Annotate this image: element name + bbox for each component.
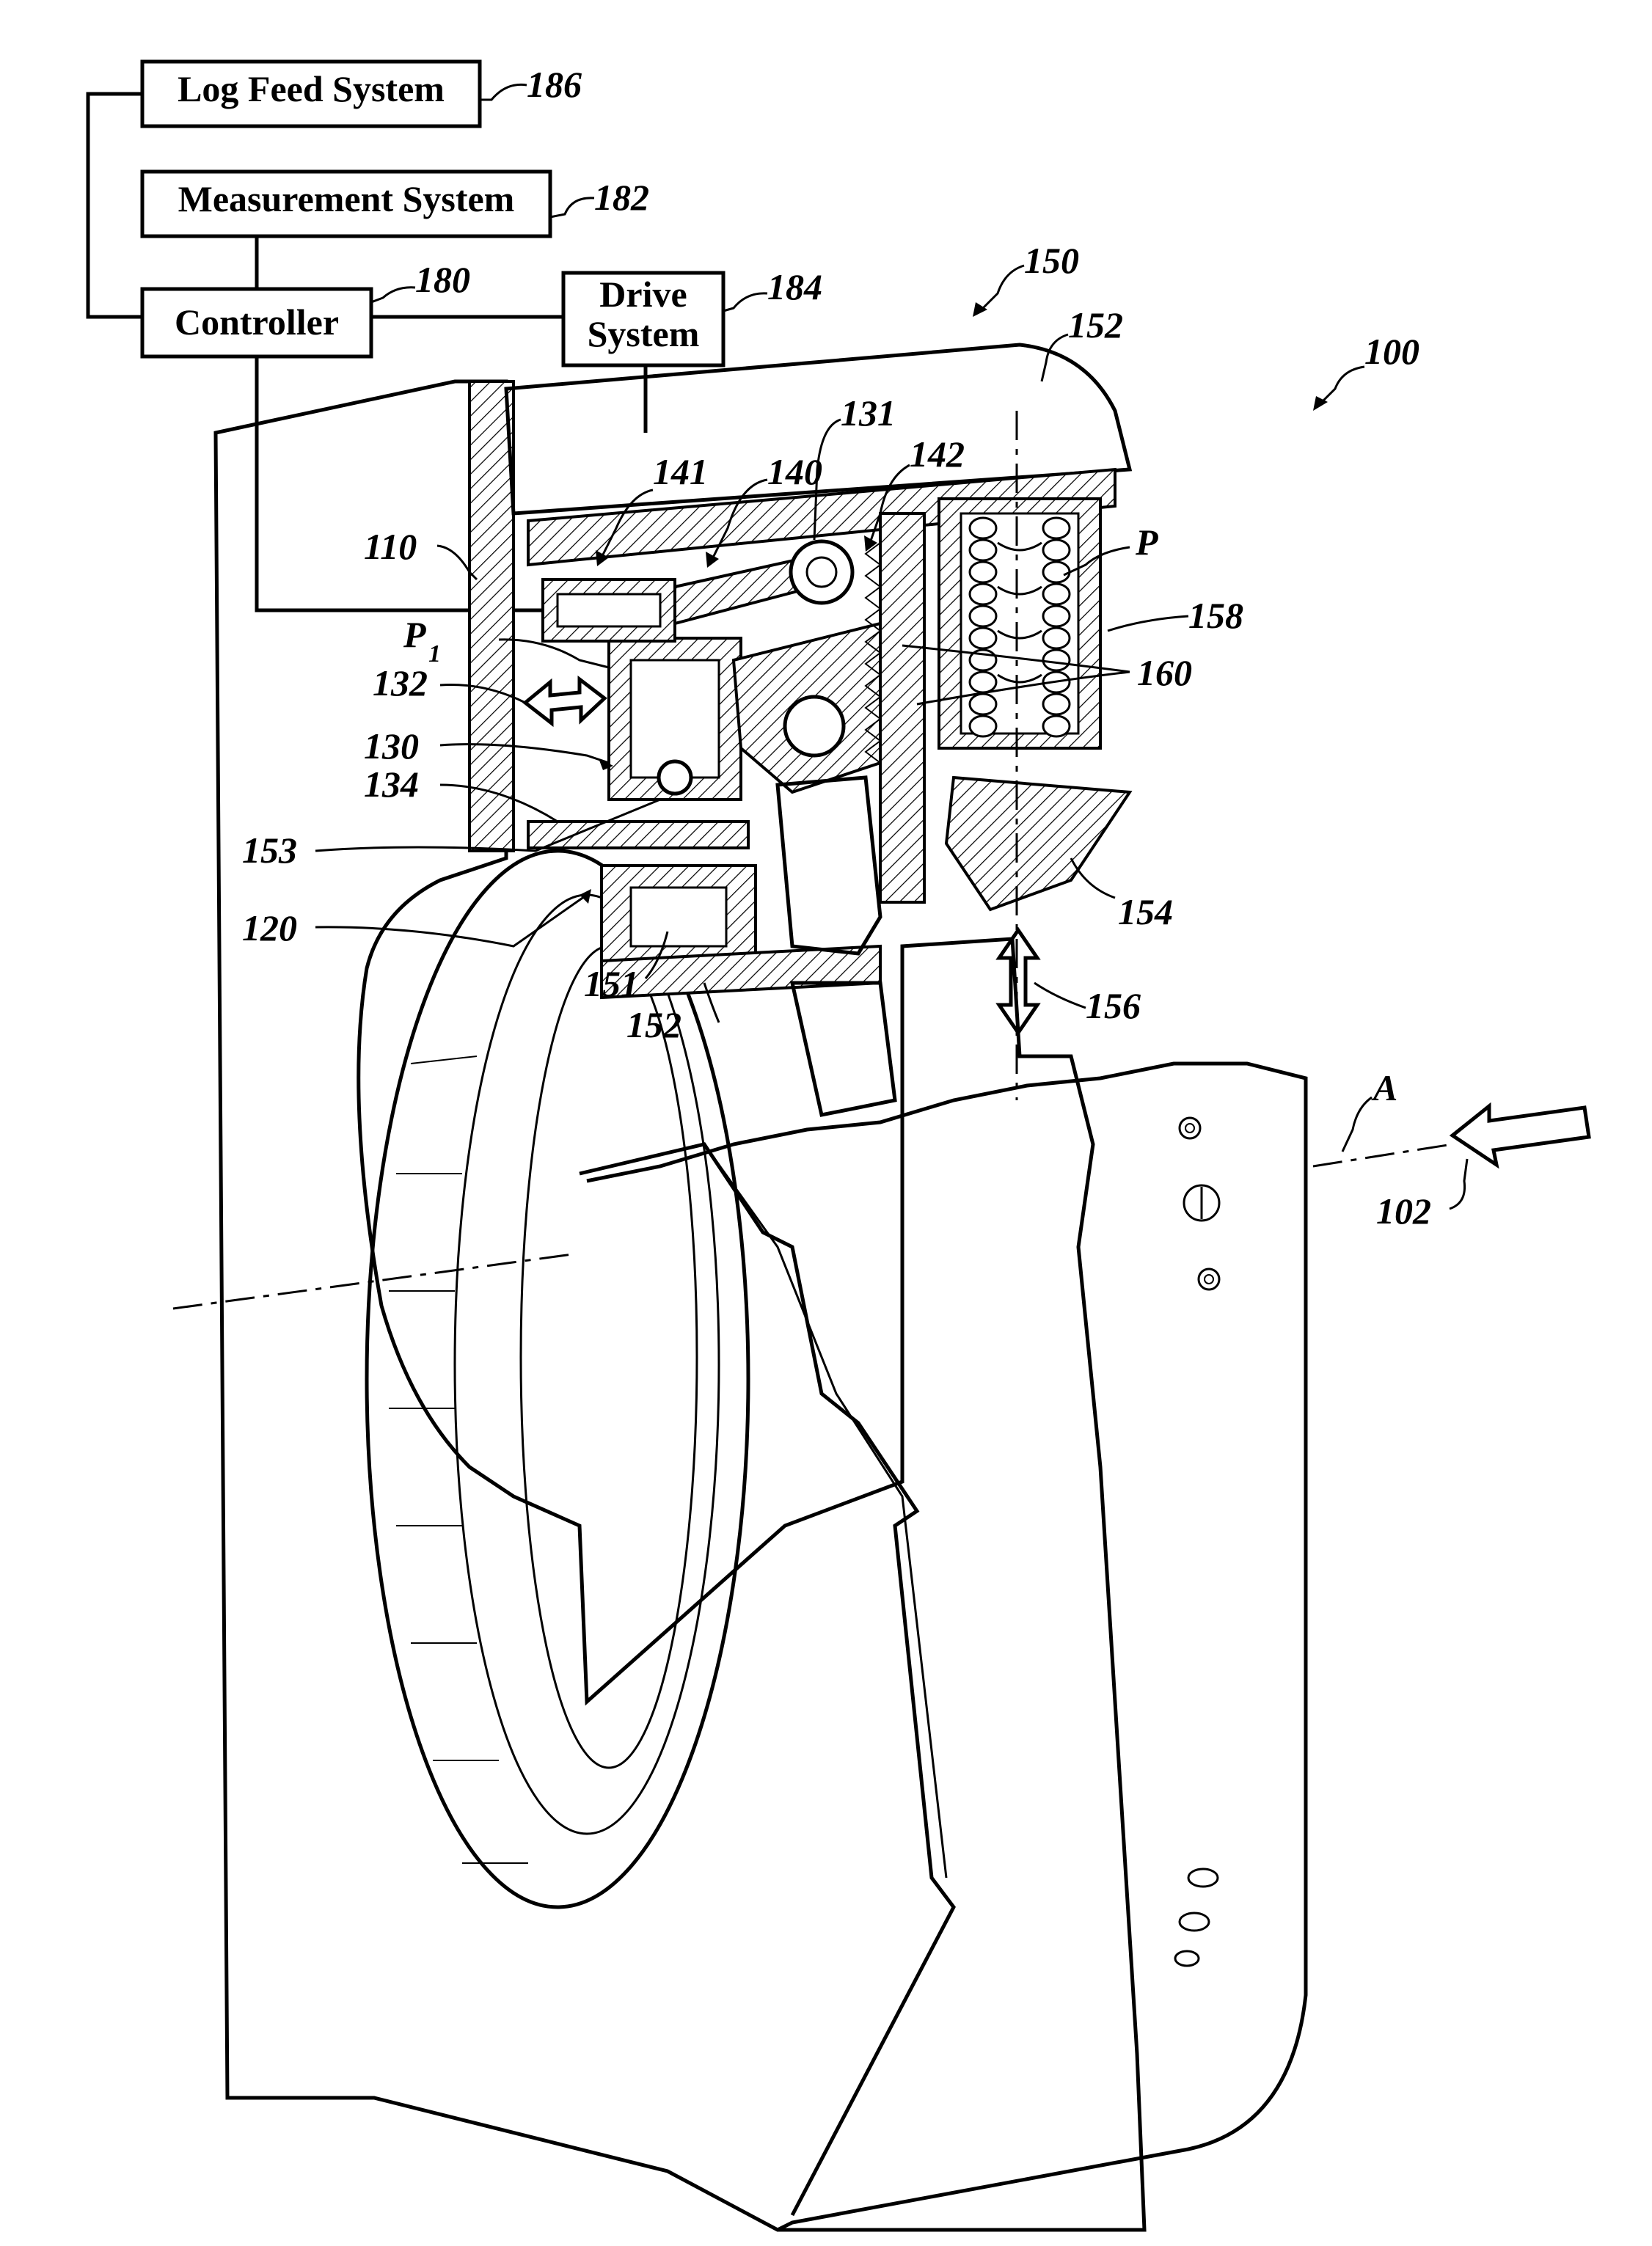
bolt-hole-3-inner	[1205, 1275, 1213, 1284]
log-feed-system-label: Log Feed System	[178, 68, 445, 109]
bolt-hole-6	[1175, 1951, 1199, 1966]
leader-150	[983, 266, 1024, 308]
ref-102: 102	[1376, 1190, 1431, 1232]
ref-A: A	[1371, 1067, 1397, 1108]
bolt-hole-4	[1188, 1869, 1218, 1887]
ref-152-top: 152	[1068, 304, 1123, 345]
side-wall-110	[469, 381, 513, 851]
ref-154: 154	[1118, 891, 1173, 932]
arrowhead-120	[580, 889, 591, 904]
cutaway-face	[587, 1064, 1306, 2230]
ref-153: 153	[242, 830, 297, 871]
gear-pivot	[785, 697, 844, 756]
actuator-piston	[558, 594, 660, 626]
ref-142: 142	[910, 434, 965, 475]
ref-110: 110	[364, 526, 417, 567]
leader-180	[371, 288, 415, 302]
double-arrow-132	[525, 679, 604, 723]
ref-130: 130	[364, 725, 419, 767]
cutaway-block	[580, 1064, 1306, 2230]
lower-arm	[778, 778, 880, 954]
ref-120: 120	[242, 907, 297, 948]
ref-140: 140	[767, 451, 822, 492]
leader-102	[1450, 1159, 1467, 1209]
leader-184	[723, 293, 767, 311]
leader-100	[1320, 367, 1364, 403]
arrowhead-140	[706, 552, 719, 568]
drive-system-label-2: System	[588, 313, 700, 354]
controller-label: Controller	[175, 301, 339, 343]
ref-141: 141	[653, 451, 708, 492]
rack-142	[880, 513, 924, 902]
ref-150: 150	[1024, 240, 1079, 281]
leader-182	[550, 198, 594, 217]
bolt-hole-1	[1180, 1118, 1200, 1138]
leader-186	[480, 84, 527, 100]
actuator-eye-131	[791, 541, 852, 603]
measurement-system-label: Measurement System	[178, 178, 515, 219]
axis-A-centerline-right	[1313, 1144, 1452, 1166]
machine-housing	[216, 345, 1144, 2230]
ref-152-bottom: 152	[626, 1004, 681, 1045]
ref-131: 131	[841, 392, 896, 434]
ref-151: 151	[584, 963, 639, 1004]
bore-ring-outer	[367, 851, 748, 1907]
feed-arrow-102	[1452, 1106, 1589, 1165]
ref-158: 158	[1188, 595, 1243, 636]
bolt-hole-1-inner	[1185, 1124, 1194, 1133]
bore-ring-edge	[521, 946, 697, 1768]
leader-130	[440, 745, 609, 763]
leader-158	[1108, 616, 1188, 631]
carriage-inner	[631, 888, 726, 946]
bolt-hole-3	[1199, 1269, 1219, 1290]
ref-160: 160	[1137, 652, 1192, 693]
ref-186: 186	[527, 64, 582, 105]
leader-A	[1342, 1097, 1372, 1152]
cutaway-step-edge	[580, 1144, 954, 2215]
leader-156	[1034, 983, 1086, 1008]
ref-P: P	[1135, 522, 1158, 563]
guide-rod-134	[528, 822, 748, 848]
drive-system-label-1: Drive	[599, 274, 687, 315]
ref-180: 180	[415, 259, 470, 300]
bolt-hole-5	[1180, 1913, 1209, 1931]
ref-182: 182	[594, 177, 649, 218]
connector-logfeed-controller	[88, 94, 142, 317]
ref-134: 134	[364, 764, 419, 805]
ref-P1: P	[403, 614, 426, 655]
leader-P1	[499, 640, 609, 667]
lower-support	[792, 983, 895, 1115]
ref-132: 132	[373, 662, 428, 703]
ref-184: 184	[767, 266, 822, 307]
ref-P1-subscript: 1	[428, 640, 441, 667]
ref-100: 100	[1364, 331, 1419, 372]
knife-154	[946, 778, 1130, 910]
pivot-ball-upper	[659, 761, 691, 794]
ref-156: 156	[1086, 985, 1141, 1026]
